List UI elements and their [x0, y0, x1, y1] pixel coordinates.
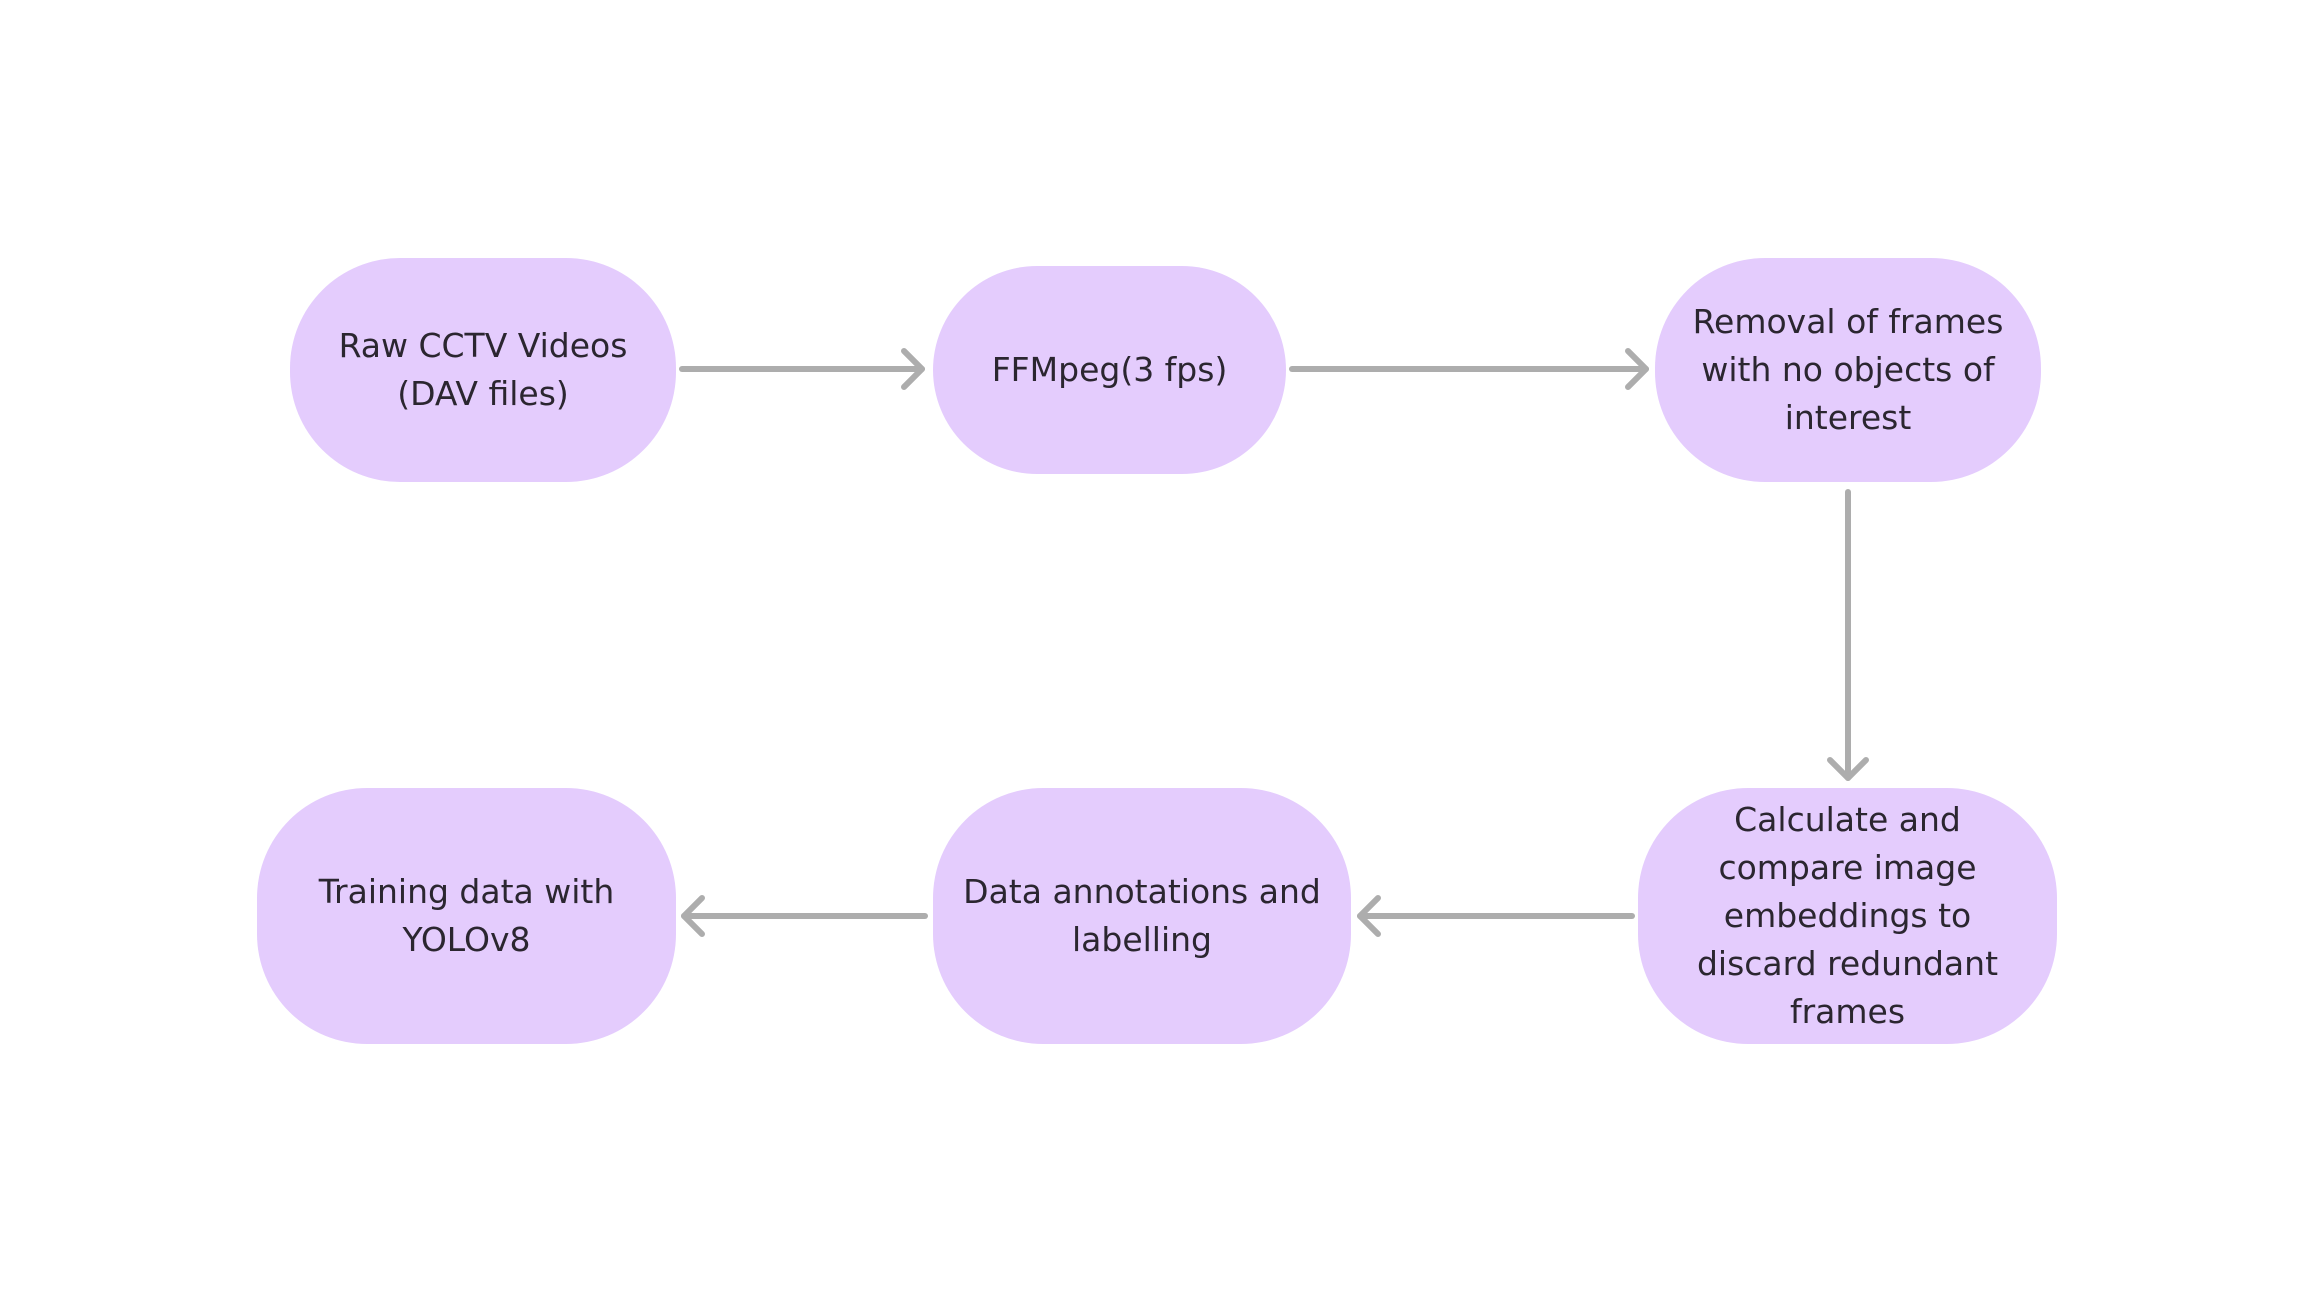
node-data-annotation-label: Data annotations and labelling	[963, 872, 1321, 959]
node-frame-removal-label: Removal of frames with no objects of int…	[1692, 302, 2004, 437]
node-training-yolov8-label: Training data with YOLOv8	[318, 872, 615, 959]
arrow-embeddings-to-annotation	[1357, 895, 1635, 937]
arrow-removal-to-embeddings	[1827, 489, 1869, 781]
node-data-annotation: Data annotations and labelling	[933, 788, 1351, 1044]
node-ffmpeg: FFMpeg(3 fps)	[933, 266, 1286, 474]
node-raw-cctv-videos: Raw CCTV Videos (DAV files)	[290, 258, 676, 482]
node-ffmpeg-label: FFMpeg(3 fps)	[991, 350, 1228, 389]
arrow-annotation-to-training	[681, 895, 928, 937]
arrow-raw-to-ffmpeg	[679, 348, 925, 390]
node-frame-removal: Removal of frames with no objects of int…	[1655, 258, 2041, 482]
node-training-yolov8: Training data with YOLOv8	[257, 788, 676, 1044]
node-image-embeddings: Calculate and compare image embeddings t…	[1638, 788, 2057, 1044]
node-image-embeddings-label: Calculate and compare image embeddings t…	[1696, 800, 1999, 1031]
arrow-ffmpeg-to-removal	[1289, 348, 1649, 390]
node-raw-cctv-videos-label: Raw CCTV Videos (DAV files)	[338, 326, 628, 413]
